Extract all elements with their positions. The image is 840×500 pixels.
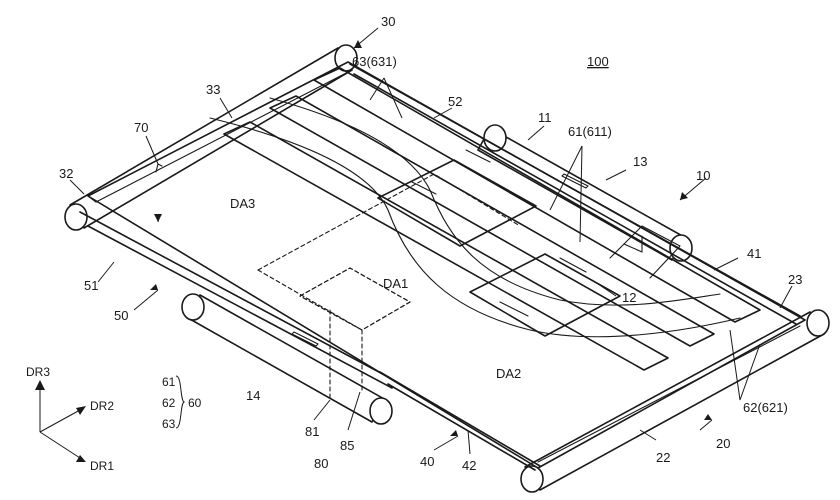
label-20: 20 [716, 436, 730, 451]
legend-61: 61 [162, 375, 176, 389]
label-63-631: 63(631) [352, 54, 397, 69]
axis-dr1: DR1 [90, 459, 114, 473]
label-23: 23 [788, 272, 802, 287]
axis-dr3: DR3 [26, 365, 50, 379]
legend-60: 60 [188, 396, 202, 410]
label-11: 11 [538, 110, 552, 125]
roller-30 [64, 44, 358, 231]
label-12: 12 [622, 290, 636, 305]
roller-20 [520, 309, 830, 493]
display-curve [209, 97, 741, 338]
label-70: 70 [134, 120, 148, 135]
labels: 30 63(631) 100 33 52 70 11 61(611) 13 10… [59, 14, 802, 473]
label-51: 51 [84, 278, 98, 293]
label-30: 30 [381, 14, 395, 29]
label-22: 22 [656, 450, 670, 465]
label-80: 80 [314, 456, 328, 471]
label-52: 52 [448, 94, 462, 109]
label-61-611: 61(611) [568, 124, 612, 139]
label-85: 85 [340, 438, 354, 453]
support-bars [223, 67, 761, 371]
axis-dr2: DR2 [90, 399, 114, 413]
label-DA1: DA1 [383, 276, 408, 291]
dashed-regions [257, 173, 521, 401]
label-13: 13 [633, 154, 647, 169]
legend: 61 62 63 60 [162, 375, 202, 431]
label-100: 100 [587, 54, 609, 69]
label-40: 40 [420, 454, 434, 469]
slots [155, 163, 589, 347]
label-42: 42 [462, 458, 476, 473]
legend-63: 63 [162, 417, 176, 431]
axis-labels: DR3 DR2 DR1 [26, 365, 114, 473]
label-10: 10 [696, 168, 710, 183]
label-32: 32 [59, 166, 73, 181]
label-33: 33 [206, 82, 220, 97]
label-DA2: DA2 [496, 366, 521, 381]
display-panel [79, 61, 806, 471]
label-14: 14 [246, 388, 260, 403]
label-81: 81 [305, 424, 319, 439]
reference-arrows [150, 40, 712, 436]
label-50: 50 [114, 308, 128, 323]
roller-14 [181, 293, 393, 425]
label-62-621: 62(621) [743, 400, 788, 415]
label-41: 41 [747, 246, 761, 261]
label-DA3: DA3 [230, 196, 255, 211]
coordinate-axes [35, 380, 86, 462]
legend-62: 62 [162, 396, 176, 410]
legend-bracket [175, 375, 186, 429]
